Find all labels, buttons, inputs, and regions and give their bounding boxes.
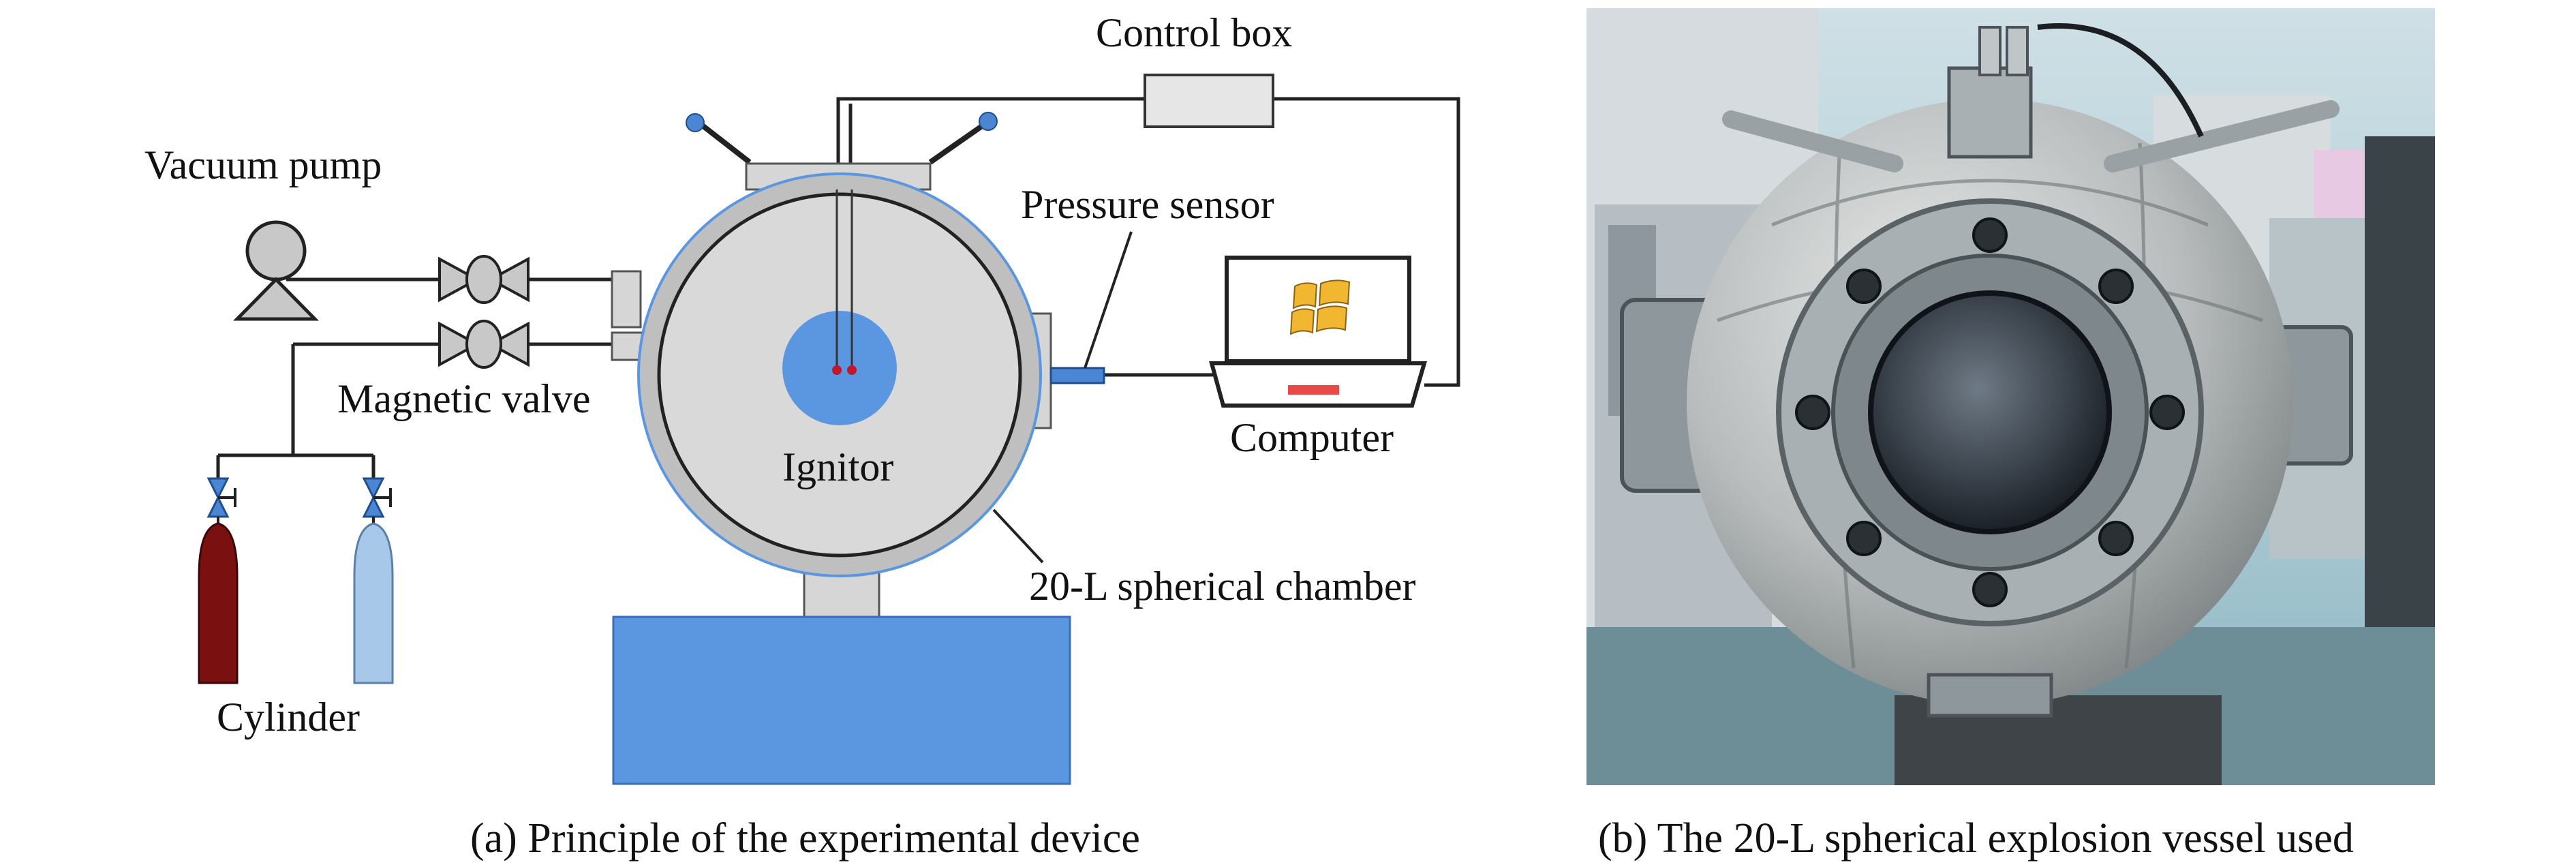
explosion-vessel-photo [1586, 8, 2435, 785]
gas-cylinder-dark [198, 522, 239, 684]
vacuum-pump [233, 220, 319, 321]
chamber-leader [992, 508, 1044, 564]
chamber-label: 20-L spherical chamber [1029, 564, 1416, 609]
caption-panel-b: (b) The 20-L spherical explosion vessel … [1598, 815, 2354, 862]
magnetic-valve-upper [438, 255, 530, 304]
ignitor-label: Ignitor [782, 444, 893, 489]
cylinder-label: Cylinder [217, 695, 360, 740]
panel-a-diagram: Control box Vacuum pump Pressure sensor … [144, 10, 1460, 785]
caption-panel-a: (a) Principle of the experimental device [470, 815, 1140, 862]
vacuum-pump-label: Vacuum pump [144, 142, 382, 187]
control-box [1144, 74, 1274, 128]
computer-label: Computer [1230, 415, 1394, 460]
gas-cylinder-light [353, 522, 394, 684]
control-box-label: Control box [1096, 10, 1292, 55]
pressure-sensor-leader [1084, 231, 1133, 369]
pressure-sensor [1049, 367, 1105, 384]
pressure-sensor-label: Pressure sensor [1021, 182, 1274, 227]
cylinder-valve-left [206, 477, 236, 528]
computer-laptop [1209, 256, 1427, 408]
cylinder-valve-right [362, 477, 392, 528]
windows-logo-icon [1289, 279, 1351, 335]
chamber-left-port-upper [611, 270, 642, 329]
magnetic-valve-lower [438, 320, 530, 369]
ignitor-electrodes [832, 189, 857, 375]
magnetic-valve-label: Magnetic valve [337, 376, 591, 421]
chamber-base [612, 615, 1071, 785]
